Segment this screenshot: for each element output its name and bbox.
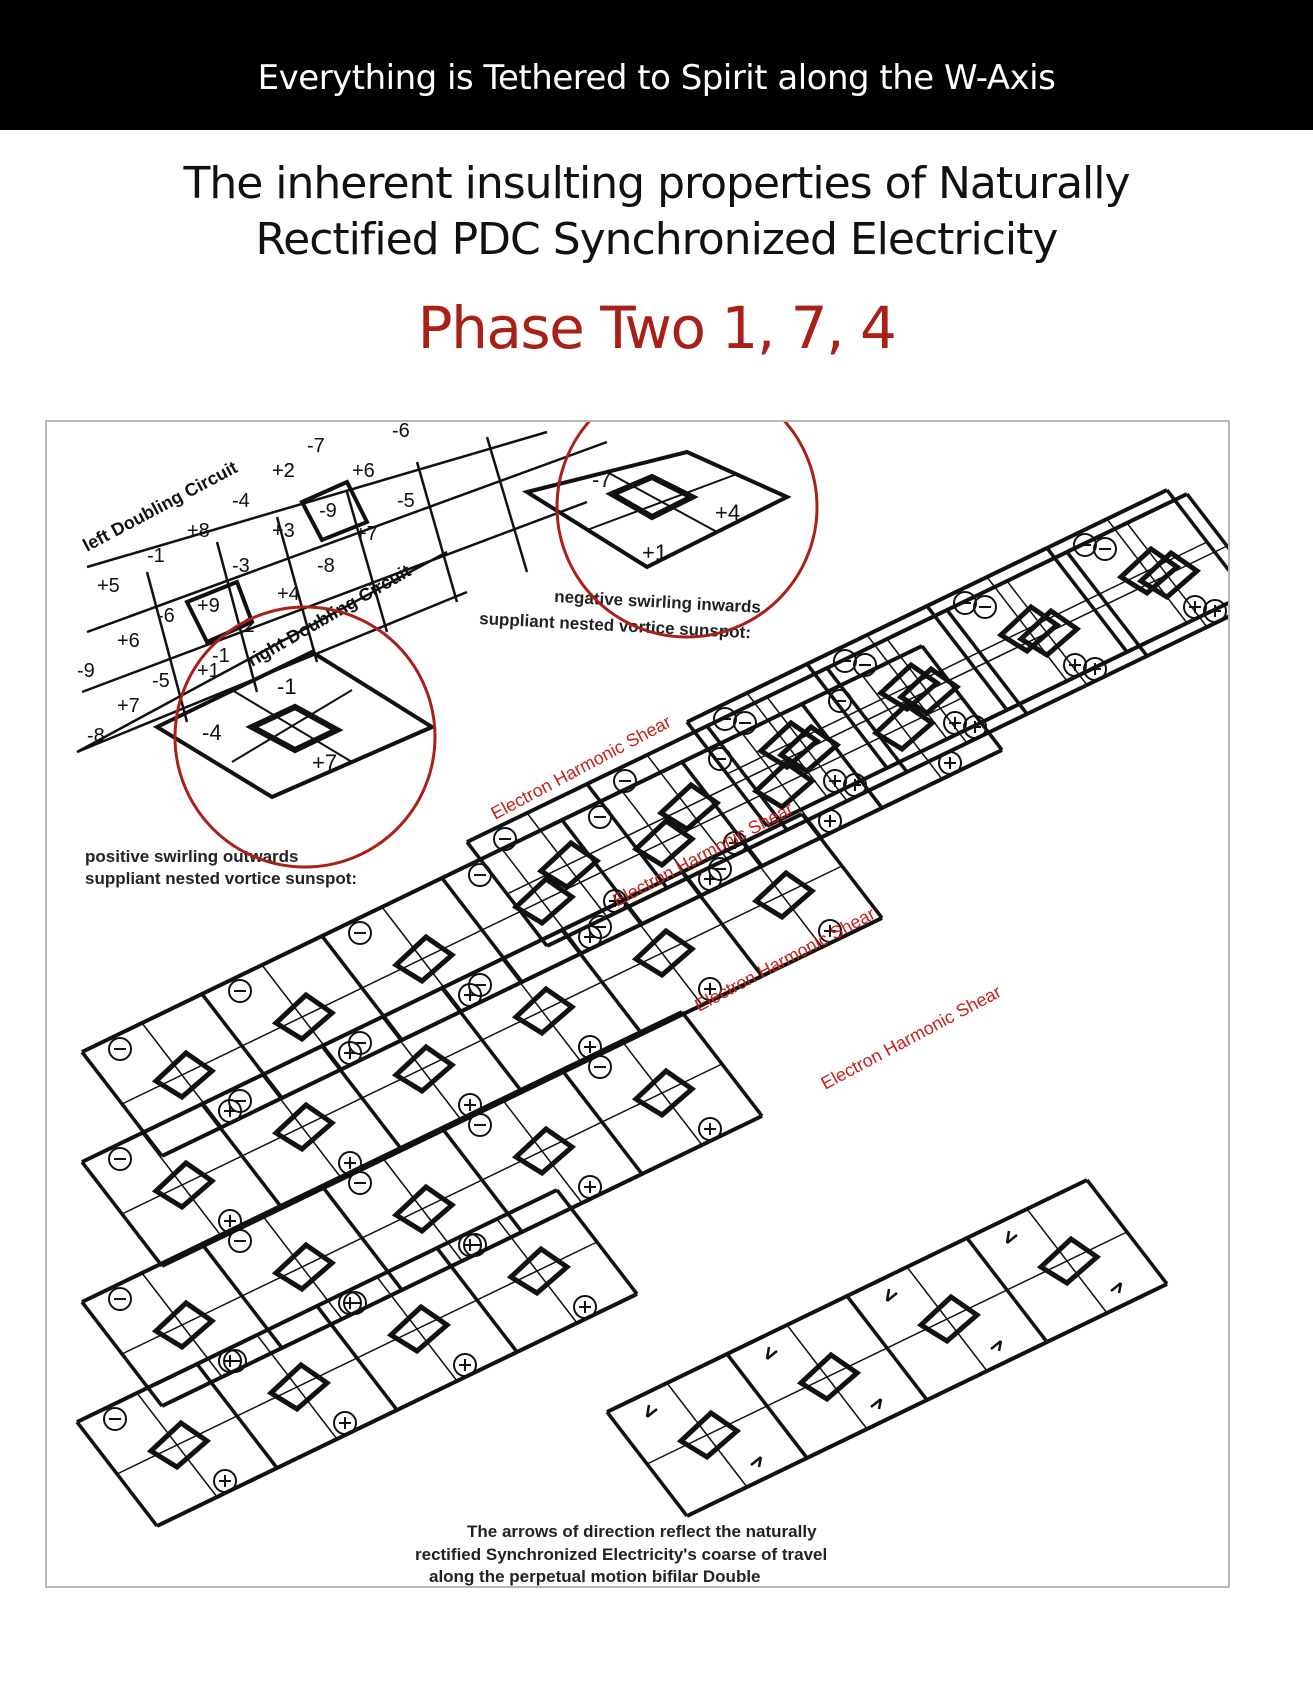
grid-number: +6 <box>352 460 375 482</box>
negative-sunspot-right: +4 <box>715 500 740 525</box>
shear-label-4: Electron Harmonic Shear <box>817 981 1004 1093</box>
vortex-cell <box>921 1297 977 1341</box>
vortex-cell <box>801 1355 857 1399</box>
vortex-cell <box>156 1163 212 1207</box>
grid-number: -5 <box>152 670 170 692</box>
left-doubling-grid <box>77 432 607 752</box>
page-subtitle: The inherent insulting properties of Nat… <box>0 156 1313 268</box>
header-bar: Everything is Tethered to Spirit along t… <box>0 0 1313 130</box>
positive-caption-line-2: suppliant nested vortice sunspot: <box>85 869 357 888</box>
grid-number: +1 <box>197 660 220 682</box>
grid-number: -3 <box>232 555 250 577</box>
vortex-cell <box>276 1245 332 1289</box>
diagram-canvas: -7-6+2+6+2-4-9-5+8+3+7-1-3-8+5+9+4-6-2-1… <box>47 422 1230 1588</box>
negative-sunspot-top: -7 <box>592 467 612 492</box>
arrows-caption-line-1: The arrows of direction reflect the natu… <box>467 1522 817 1541</box>
vortex-cell <box>391 1307 447 1351</box>
grid-number: -9 <box>77 660 95 682</box>
vortex-cell <box>1041 1239 1097 1283</box>
vortex-cell <box>756 873 812 917</box>
negative-sunspot-bottom: +1 <box>642 540 667 565</box>
arrow-icon <box>887 1289 897 1301</box>
grid-number: +5 <box>97 575 120 597</box>
negative-caption-line-1: negative swirling inwards <box>554 587 762 617</box>
grid-number: +3 <box>272 520 295 542</box>
grid-number: +2 <box>272 460 295 482</box>
header-title: Everything is Tethered to Spirit along t… <box>0 58 1313 98</box>
vortex-cell <box>156 1053 212 1097</box>
arrow-icon <box>647 1405 657 1417</box>
right-circuit-label: right Doubling Circuit <box>244 561 414 671</box>
grid-number: -6 <box>157 605 175 627</box>
vortex-cell <box>276 995 332 1039</box>
arrow-icon <box>1007 1231 1017 1243</box>
vortex-cell <box>396 937 452 981</box>
arrows-caption-line-3: along the perpetual motion bifilar Doubl… <box>429 1567 761 1586</box>
arrow-icon <box>751 1457 761 1467</box>
arrow-icon <box>871 1399 881 1409</box>
grid-number: -8 <box>87 725 105 747</box>
shear-label-1: Electron Harmonic Shear <box>487 711 674 823</box>
grid-number: +6 <box>117 630 140 652</box>
grid-number: -6 <box>392 422 410 442</box>
positive-caption-line-1: positive swirling outwards <box>85 847 298 866</box>
positive-sunspot-right: +7 <box>312 750 337 775</box>
grid-number: +9 <box>197 595 220 617</box>
vortex-cell <box>271 1365 327 1409</box>
arrow-icon <box>767 1347 777 1359</box>
arrow-icon <box>991 1341 1001 1351</box>
grid-number: -8 <box>317 555 335 577</box>
vortex-cell <box>636 1071 692 1115</box>
vortex-cell <box>156 1303 212 1347</box>
vortex-cell <box>516 989 572 1033</box>
tile-strip <box>607 1180 1167 1516</box>
subtitle-line-2: Rectified PDC Synchronized Electricity <box>0 212 1313 268</box>
grid-number: +8 <box>187 520 210 542</box>
vortex-cell <box>516 1129 572 1173</box>
grid-number: -9 <box>319 500 337 522</box>
vortex-cell <box>396 1047 452 1091</box>
grid-number: +7 <box>117 695 140 717</box>
vortex-cell <box>681 1413 737 1457</box>
vortex-cell <box>636 931 692 975</box>
vortex-cell <box>396 1187 452 1231</box>
grid-number: -7 <box>307 435 325 457</box>
grid-number: -4 <box>232 490 250 512</box>
positive-sunspot-top: -1 <box>277 674 297 699</box>
subtitle-line-1: The inherent insulting properties of Nat… <box>0 156 1313 212</box>
left-circuit-label: left Doubling Circuit <box>79 457 240 555</box>
grid-number: -5 <box>397 490 415 512</box>
grid-number: +7 <box>355 523 378 545</box>
diagram-figure: -7-6+2+6+2-4-9-5+8+3+7-1-3-8+5+9+4-6-2-1… <box>45 420 1230 1588</box>
arrow-icon <box>1111 1283 1121 1293</box>
grid-number: +4 <box>277 583 300 605</box>
grid-number: -1 <box>147 545 165 567</box>
vortex-cell <box>276 1105 332 1149</box>
arrows-caption-line-2: rectified Synchronized Electricity's coa… <box>415 1545 827 1564</box>
positive-sunspot-left: -4 <box>202 720 222 745</box>
phase-title: Phase Two 1, 7, 4 <box>0 294 1313 362</box>
tile-strips <box>77 490 1230 1526</box>
vortex-cell <box>151 1423 207 1467</box>
tile-strip <box>687 490 1230 826</box>
vortex-cell <box>511 1249 567 1293</box>
